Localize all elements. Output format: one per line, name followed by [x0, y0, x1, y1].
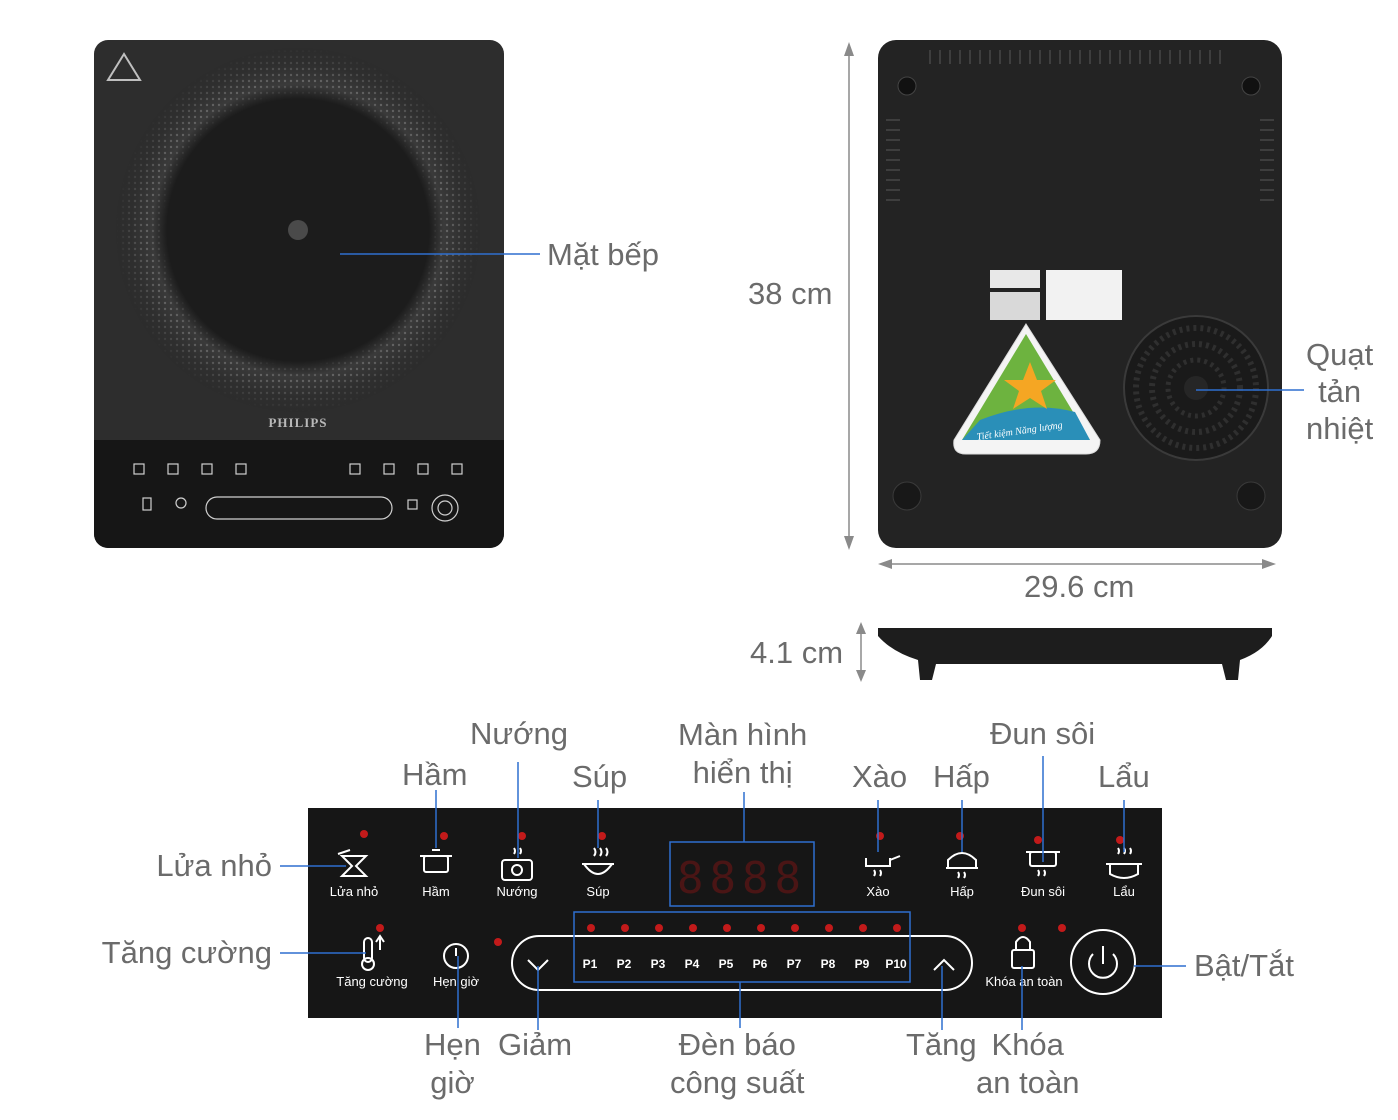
callout-power-toggle: Bật/Tắt: [1194, 948, 1294, 983]
stir-fry-icon: [865, 855, 901, 877]
cooktop-back-view: Tiết kiệm Năng lượng: [878, 40, 1282, 548]
power-level-dot: [655, 924, 663, 932]
low-heat-icon: [337, 849, 369, 877]
grill-icon: [501, 847, 533, 881]
power-level-dot: [621, 924, 629, 932]
power-button-ring: [1070, 929, 1136, 995]
callout-increase: Tăng: [906, 1027, 977, 1062]
callout-stew: Hầm: [402, 757, 468, 792]
dimension-width: 29.6 cm: [1024, 569, 1135, 604]
power-level-dot: [757, 924, 765, 932]
power-level-label: P7: [787, 957, 802, 971]
power-level-dot: [723, 924, 731, 932]
callout-cooling-fan: Quạt tản nhiệt: [1306, 337, 1374, 446]
callout-decrease: Giảm: [498, 1027, 573, 1062]
cooktop-side-view: [878, 628, 1272, 680]
callout-cooktop-surface: Mặt bếp: [547, 237, 660, 272]
power-level-label: P6: [753, 957, 768, 971]
power-level-label: P3: [651, 957, 666, 971]
callout-stir-fry: Xào: [852, 759, 908, 794]
cooling-fan: [1123, 315, 1269, 461]
callout-timer: Hẹn giờ: [424, 1027, 481, 1100]
timer-icon: [443, 943, 469, 969]
power-indicator-box: [573, 911, 911, 983]
dimension-depth: 4.1 cm: [750, 635, 844, 670]
power-level-label: P8: [821, 957, 836, 971]
svg-text:Súp: Súp: [586, 884, 609, 899]
callout-boost: Tăng cường: [101, 935, 272, 970]
callout-safety-lock: Khóa an toàn: [976, 1027, 1080, 1100]
power-icon: [1088, 946, 1118, 979]
lock-icon: [1011, 936, 1035, 969]
power-level-label: P4: [685, 957, 700, 971]
svg-text:Đun sôi: Đun sôi: [1021, 884, 1065, 899]
increase-chevron-icon: [933, 958, 955, 971]
power-slider[interactable]: [511, 935, 973, 991]
callout-grill: Nướng: [470, 716, 568, 751]
cooktop-top-view: PHILIPS: [94, 40, 504, 548]
power-level-dot: [859, 924, 867, 932]
callout-soup: Súp: [572, 759, 628, 794]
star-icon: [1004, 362, 1056, 409]
svg-text:Tăng cường: Tăng cường: [336, 974, 407, 989]
svg-text:Nướng: Nướng: [496, 884, 537, 899]
hotpot-icon: [1106, 847, 1142, 879]
callout-hotpot: Lẩu: [1098, 759, 1150, 794]
callout-display: Màn hình hiển thị: [678, 717, 808, 790]
display-digits: 8888: [677, 853, 807, 904]
brand-logo: PHILIPS: [268, 415, 327, 430]
svg-text:Hấp: Hấp: [950, 884, 974, 899]
power-level-dot: [825, 924, 833, 932]
dimension-height: 38 cm: [748, 276, 833, 311]
svg-text:Hầm: Hầm: [422, 884, 449, 899]
soup-icon: [582, 847, 614, 875]
svg-text:Lửa nhỏ: Lửa nhỏ: [330, 884, 378, 899]
callout-steam: Hấp: [933, 759, 990, 794]
svg-text:Khóa an toàn: Khóa an toàn: [985, 974, 1062, 989]
power-level-dot: [893, 924, 901, 932]
power-level-label: P2: [617, 957, 632, 971]
power-level-label: P10: [885, 957, 907, 971]
svg-text:Hẹn giờ: Hẹn giờ: [433, 974, 480, 989]
steam-icon: [946, 852, 978, 879]
svg-text:Xào: Xào: [866, 884, 889, 899]
display-screen: [669, 841, 815, 907]
power-level-dot: [689, 924, 697, 932]
stew-icon: [420, 849, 452, 873]
power-level-label: P9: [855, 957, 870, 971]
callout-low-heat: Lửa nhỏ: [156, 848, 272, 883]
callout-boil: Đun sôi: [990, 716, 1096, 751]
boost-icon: [361, 934, 385, 971]
callout-power-indicator: Đèn báo công suất: [670, 1027, 805, 1100]
power-level-dot: [791, 924, 799, 932]
svg-text:Lẩu: Lẩu: [1113, 884, 1135, 899]
power-level-dot: [587, 924, 595, 932]
hot-surface-warning-icon: [106, 52, 142, 81]
power-level-label: P5: [719, 957, 734, 971]
power-level-label: P1: [583, 957, 598, 971]
control-panel: 8888 P: [308, 808, 1162, 1018]
